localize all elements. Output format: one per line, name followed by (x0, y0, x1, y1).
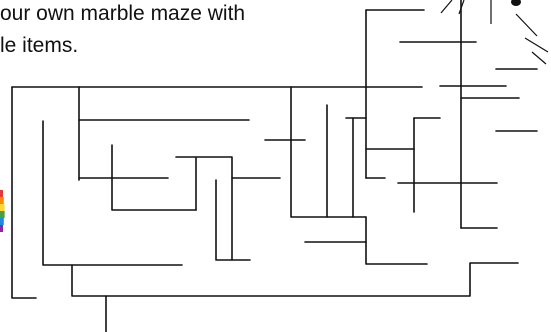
maze-wall (111, 144, 197, 211)
rainbow-icon (0, 190, 5, 232)
maze-wall (290, 139, 367, 218)
maze-wall (11, 86, 37, 299)
maze-wall (365, 216, 428, 265)
marble-icon (511, 0, 521, 6)
maze-wall (175, 156, 281, 179)
maze-wall (71, 262, 519, 297)
maze-walls (11, 0, 538, 332)
sparkle-icon (440, 0, 549, 65)
caption-line-2: le items. (0, 34, 79, 57)
decorations (0, 0, 549, 232)
maze-wall (215, 179, 251, 261)
maze-wall (42, 120, 183, 266)
caption-line-1: our own marble maze with (0, 2, 246, 25)
